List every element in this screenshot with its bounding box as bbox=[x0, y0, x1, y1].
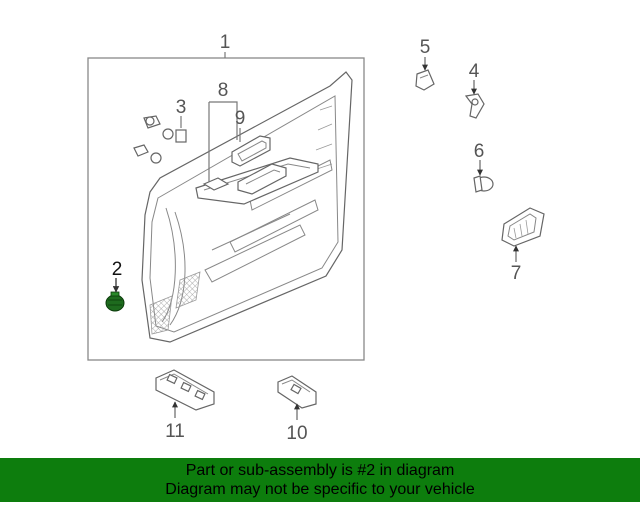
callout-8: 8 bbox=[218, 80, 229, 101]
clip-part-4 bbox=[464, 93, 485, 119]
banner-line-disclaimer: Diagram may not be specific to your vehi… bbox=[165, 481, 475, 498]
callout-10: 10 bbox=[286, 423, 307, 444]
assembly-frame bbox=[87, 57, 365, 361]
handle-cup-part-7 bbox=[501, 207, 545, 247]
callout-4: 4 bbox=[469, 61, 480, 82]
callout-1: 1 bbox=[220, 32, 231, 53]
callout-5: 5 bbox=[420, 37, 431, 58]
callout-9: 9 bbox=[235, 108, 246, 129]
switch-part-10 bbox=[277, 375, 317, 409]
leader-line-8 bbox=[208, 101, 238, 182]
switch-bezel-part-9 bbox=[231, 135, 271, 167]
clip-part-5 bbox=[415, 69, 435, 91]
callout-6: 6 bbox=[474, 141, 485, 162]
screw-set-part-3 bbox=[133, 115, 187, 164]
callout-2: 2 bbox=[112, 259, 123, 280]
grommet-part-6 bbox=[473, 175, 494, 193]
info-banner: Part or sub-assembly is #2 in diagram Di… bbox=[0, 458, 640, 502]
window-switch-part-11 bbox=[155, 369, 215, 411]
door-trim-panel bbox=[141, 71, 353, 343]
callout-3: 3 bbox=[176, 97, 187, 118]
callout-11: 11 bbox=[165, 421, 185, 442]
parts-diagram: 1 2 3 4 5 6 7 8 9 10 11 bbox=[87, 32, 545, 444]
banner-line-part-number: Part or sub-assembly is #2 in diagram bbox=[185, 462, 455, 479]
callout-7: 7 bbox=[511, 263, 522, 284]
armrest-trim-part-8 bbox=[195, 157, 319, 205]
clip-part-2 bbox=[105, 291, 125, 312]
